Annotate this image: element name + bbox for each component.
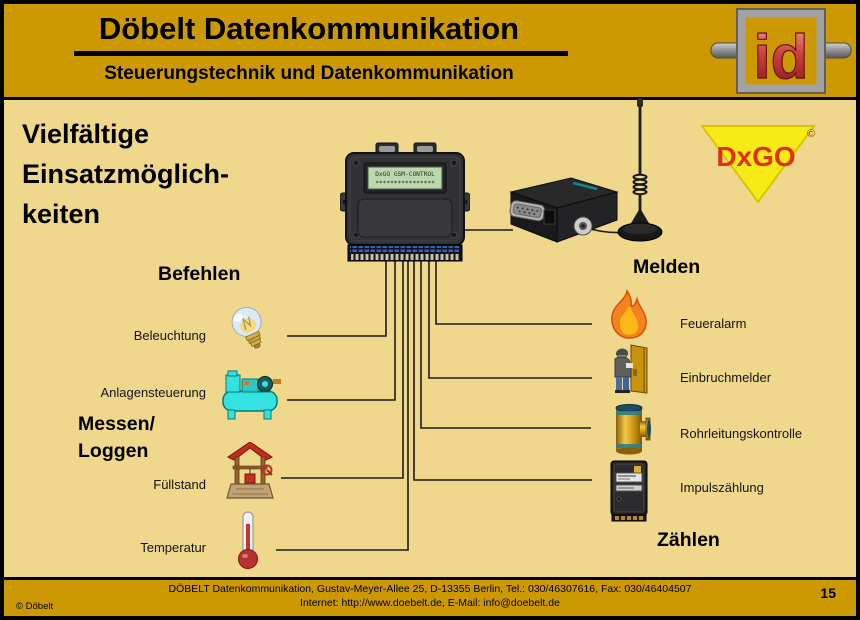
label-impulszaehlung: Impulszählung xyxy=(680,480,764,495)
well-icon xyxy=(226,442,274,499)
logo-frame xyxy=(736,8,826,94)
lcd-display xyxy=(367,166,443,190)
wire-feueralarm xyxy=(435,250,592,325)
lcd-line2: **************** xyxy=(375,180,435,187)
fire-icon xyxy=(611,289,647,339)
title-underline xyxy=(74,51,568,56)
label-temperatur: Temperatur xyxy=(140,540,206,555)
gsm-control-device: DxGO GSM-CONTROL **************** xyxy=(340,142,470,262)
footer-copyright: © Döbelt xyxy=(16,601,54,612)
logo-letters: id xyxy=(753,23,808,92)
dxgo-triangle xyxy=(700,125,816,204)
db9-connector xyxy=(509,200,546,222)
label-einbruchmelder: Einbruchmelder xyxy=(680,370,772,385)
wire-temperatur xyxy=(276,250,409,551)
pipe-icon xyxy=(615,404,651,455)
header: Döbelt Datenkommunikation Steuerungstech… xyxy=(4,4,856,97)
page-number: 15 xyxy=(820,585,836,601)
burglar-icon xyxy=(614,344,648,394)
footer: DÖBELT Datenkommunikation, Gustav-Meyer-… xyxy=(4,580,856,616)
company-subtitle: Steuerungstechnik und Datenkommunikation xyxy=(104,63,514,84)
wire-impulszaehlung xyxy=(413,250,592,481)
label-anlagensteuerung: Anlagensteuerung xyxy=(100,385,206,400)
heading-befehlen: Befehlen xyxy=(158,263,241,285)
label-beleuchtung: Beleuchtung xyxy=(133,328,206,343)
label-fuellstand: Füllstand xyxy=(153,477,206,492)
meter-icon xyxy=(610,460,648,522)
rj-jack xyxy=(543,209,556,225)
footer-address: DÖBELT Datenkommunikation, Gustav-Meyer-… xyxy=(168,583,692,595)
slide-title: Vielfältige Einsatzmöglich- keiten xyxy=(22,119,230,229)
label-feueralarm: Feueralarm xyxy=(680,316,747,331)
antenna-icon xyxy=(617,98,663,242)
label-rohrleitungskontrolle: Rohrleitungskontrolle xyxy=(680,426,803,441)
heading-zaehlen: Zählen xyxy=(657,529,720,551)
dxgo-text: DxGO xyxy=(716,141,795,172)
wire-rohrleitungskontrolle xyxy=(420,250,591,429)
footer-contact: Internet: http://www.doebelt.de, E-Mail:… xyxy=(300,597,560,609)
heading-melden: Melden xyxy=(633,256,701,278)
wire-einbruchmelder xyxy=(428,250,592,379)
gsm-modem xyxy=(509,177,619,243)
lcd-line1: DxGO GSM-CONTROL xyxy=(375,171,435,178)
slide-body: Vielfältige Einsatzmöglich- keiten DxGO … xyxy=(4,98,856,577)
dxgo-logo: DxGO © xyxy=(700,125,816,204)
lightbulb-icon xyxy=(231,306,262,349)
wire-beleuchtung xyxy=(287,250,387,337)
machine-icon xyxy=(222,370,281,420)
thermometer-icon xyxy=(238,511,258,569)
id-logo: id xyxy=(710,8,852,94)
heading-messen-loggen: Messen/ Loggen xyxy=(78,413,155,462)
connection-lines xyxy=(276,226,633,551)
company-title: Döbelt Datenkommunikation xyxy=(98,11,520,46)
wire-fuellstand xyxy=(281,250,404,479)
dxgo-copyright: © xyxy=(807,128,815,140)
wire-anlagensteuerung xyxy=(287,250,396,401)
